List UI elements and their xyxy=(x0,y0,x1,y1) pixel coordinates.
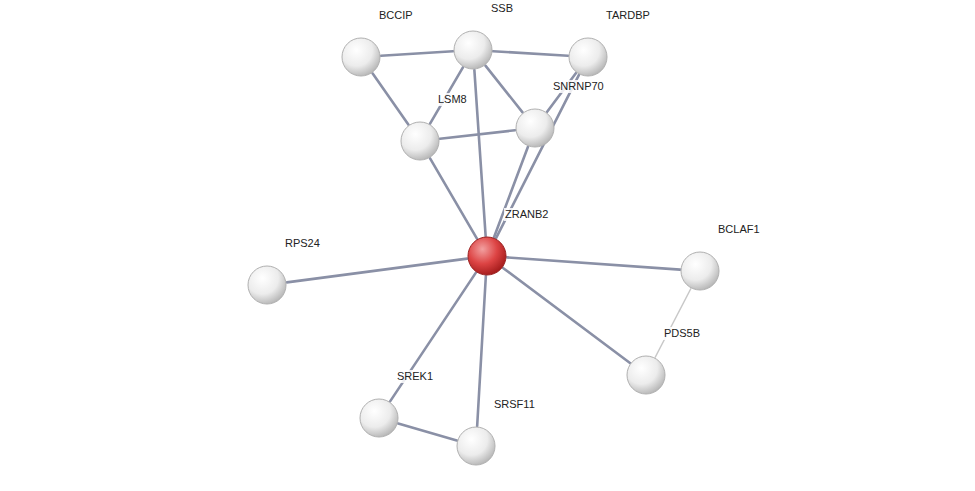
node-circle xyxy=(467,236,507,276)
node-circle xyxy=(453,30,493,70)
interaction-edge xyxy=(430,158,477,238)
protein-node: TARDBP xyxy=(568,37,608,77)
node-label: PDS5B xyxy=(663,327,701,340)
node-circle xyxy=(515,108,555,148)
node-circle xyxy=(626,355,666,395)
protein-node: LSM8 xyxy=(400,121,440,161)
interaction-edge xyxy=(493,51,568,56)
node-label: BCCIP xyxy=(378,9,414,22)
node-circle xyxy=(341,37,381,77)
interaction-edge xyxy=(485,66,522,113)
node-label: LSM8 xyxy=(437,93,468,106)
protein-node: SSB xyxy=(453,30,493,70)
interaction-edge xyxy=(440,130,515,139)
node-label: SSB xyxy=(490,2,514,15)
interaction-edge xyxy=(474,70,485,236)
node-label: SRSF11 xyxy=(493,398,536,411)
interaction-edge xyxy=(655,289,691,358)
protein-node: BCLAF1 xyxy=(680,251,720,291)
interaction-edge xyxy=(381,51,453,56)
protein-node: ZRANB2 xyxy=(467,236,507,276)
node-circle xyxy=(359,398,399,438)
node-label: SNRNP70 xyxy=(552,80,605,93)
interaction-edge xyxy=(398,424,457,441)
protein-node: SRSF11 xyxy=(456,426,496,466)
protein-node: PDS5B xyxy=(626,355,666,395)
node-label: SREK1 xyxy=(396,370,434,383)
interaction-edge xyxy=(372,73,408,124)
node-label: ZRANB2 xyxy=(504,208,549,221)
interaction-edge xyxy=(494,147,528,238)
node-label: TARDBP xyxy=(605,9,651,22)
protein-node: SNRNP70 xyxy=(515,108,555,148)
node-circle xyxy=(456,426,496,466)
node-circle xyxy=(568,37,608,77)
interaction-edge xyxy=(507,257,680,269)
node-circle xyxy=(400,121,440,161)
node-circle xyxy=(247,265,287,305)
node-label: BCLAF1 xyxy=(717,223,761,236)
interaction-edge xyxy=(496,75,579,238)
protein-node: SREK1 xyxy=(359,398,399,438)
node-label: RPS24 xyxy=(284,237,321,250)
interaction-edge xyxy=(287,259,467,283)
node-circle xyxy=(680,251,720,291)
interaction-edge xyxy=(390,273,476,402)
protein-node: RPS24 xyxy=(247,265,287,305)
protein-node: BCCIP xyxy=(341,37,381,77)
interaction-edge xyxy=(503,268,630,363)
interaction-edge xyxy=(477,276,486,426)
